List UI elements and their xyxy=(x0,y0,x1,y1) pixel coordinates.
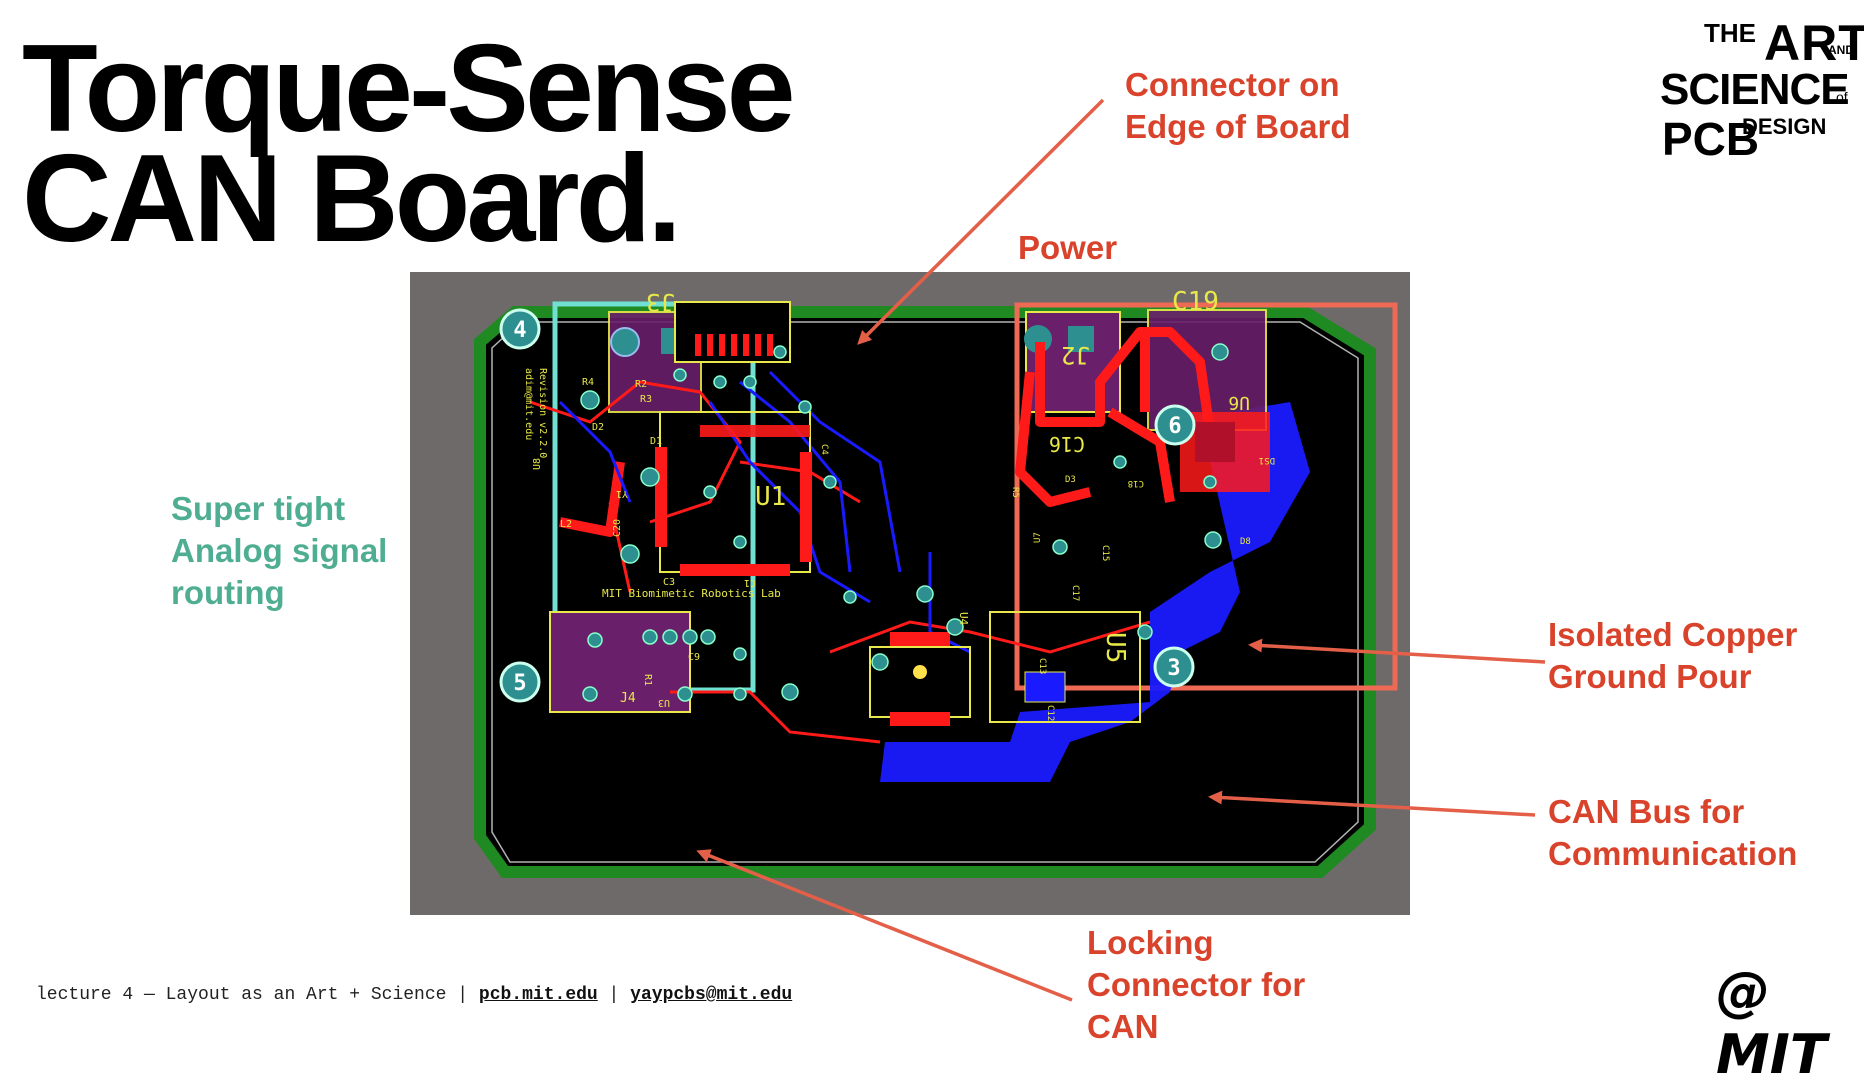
silkscreen-labels: J3 J2 C19 U6 C16 U1 U4 U5 J4 R4 R2 R3 D2… xyxy=(523,287,1275,721)
footer-email-link[interactable]: yaypcbs@mit.edu xyxy=(630,985,793,1005)
arrow-can-bus xyxy=(1208,790,1536,817)
logo-design: DESIGN xyxy=(1742,114,1827,139)
ref-l2: L2 xyxy=(560,519,572,530)
callout-locking-line-2: Connector for xyxy=(1087,966,1306,1003)
callout-isolated-line-1: Isolated Copper xyxy=(1548,616,1798,653)
slide-footer: lecture 4 — Layout as an Art + Science |… xyxy=(36,985,792,1005)
ref-c13: C13 xyxy=(1037,658,1047,674)
callout-connector-edge-line-1: Connector on xyxy=(1125,66,1340,103)
ref-r1: R1 xyxy=(642,674,653,686)
silk-email: adim@mit.edu xyxy=(523,368,534,440)
ref-u6: U6 xyxy=(1228,392,1250,413)
hole-5-label: 5 xyxy=(513,671,526,696)
ref-r5: R5 xyxy=(1010,487,1020,498)
logo-science: SCIENCE xyxy=(1660,65,1850,114)
ref-c3: C3 xyxy=(663,577,675,588)
ref-c17: C17 xyxy=(1070,585,1080,601)
footer-sep-1: | xyxy=(457,985,469,1005)
ref-u3: U3 xyxy=(658,697,670,708)
ref-c19: C19 xyxy=(1172,287,1219,317)
ref-j3: J3 xyxy=(646,288,675,316)
logo-pcb: PCB xyxy=(1662,113,1760,165)
silk-lab-name: MIT Biomimetic Robotics Lab xyxy=(602,587,781,600)
footer-sep-2: | xyxy=(608,985,620,1005)
ref-d1: D1 xyxy=(650,436,662,447)
callout-analog-line-1: Super tight xyxy=(171,490,346,527)
ref-u4: U4 xyxy=(957,612,970,626)
footer-site-link[interactable]: pcb.mit.edu xyxy=(478,985,598,1005)
ref-c20: C20 xyxy=(612,519,623,537)
ref-d2: D2 xyxy=(592,422,604,433)
ref-r2: R2 xyxy=(635,379,647,390)
ref-j2: J2 xyxy=(1061,341,1090,369)
title-line-2: CAN Board. xyxy=(22,130,682,268)
mit-watermark: @ MIT xyxy=(1716,960,1827,1086)
ref-c4: C4 xyxy=(819,444,829,455)
callout-connector-edge-line-2: Edge of Board xyxy=(1125,108,1351,145)
callout-arrows xyxy=(696,98,1546,1002)
logo-of: of xyxy=(1836,89,1848,105)
ref-d3: D3 xyxy=(1065,475,1076,485)
callout-isolated-ground: Isolated Copper Ground Pour xyxy=(1548,614,1797,698)
arrow-locking-connector xyxy=(696,849,1073,1002)
logo-the: THE xyxy=(1704,18,1756,48)
ref-d8: D8 xyxy=(1240,537,1251,547)
callout-locking-line-3: CAN xyxy=(1087,1008,1159,1045)
hole-6-label: 6 xyxy=(1168,414,1181,439)
ref-ds1: DS1 xyxy=(1259,455,1275,465)
callout-can-bus: CAN Bus for Communication xyxy=(1548,791,1797,875)
callout-isolated-line-2: Ground Pour xyxy=(1548,658,1752,695)
callout-connector-edge: Connector on Edge of Board xyxy=(1125,64,1351,148)
logo-art: ART xyxy=(1764,15,1864,71)
callout-analog: Super tight Analog signal routing xyxy=(171,488,387,614)
ref-r3: R3 xyxy=(640,394,652,405)
ref-c15: C15 xyxy=(1100,545,1110,561)
ref-u5: U5 xyxy=(1100,632,1130,663)
ref-c1: C1 xyxy=(744,577,756,588)
footer-lecture: lecture 4 — Layout as an Art + Science xyxy=(36,985,447,1005)
callout-analog-line-2: Analog signal xyxy=(171,532,388,569)
callout-power: Power xyxy=(1018,229,1118,266)
callout-locking-connector: Locking Connector for CAN xyxy=(1087,922,1305,1048)
mounting-holes xyxy=(499,308,1196,703)
silk-revision: Revision v2.2.0 xyxy=(537,368,548,458)
title-line-1: Torque-Sense xyxy=(22,20,796,158)
ref-c18: C18 xyxy=(1128,478,1144,488)
callout-can-bus-line-2: Communication xyxy=(1548,835,1798,872)
ref-u8: U8 xyxy=(532,458,543,470)
ref-u7: U7 xyxy=(1033,532,1043,543)
ref-r4: R4 xyxy=(582,377,594,388)
ref-c16: C16 xyxy=(1049,432,1085,456)
callout-can-bus-line-1: CAN Bus for xyxy=(1548,793,1745,830)
arrow-connector-edge xyxy=(857,98,1105,345)
callout-analog-line-3: routing xyxy=(171,574,285,611)
logo-and: AND xyxy=(1828,43,1854,57)
power-region-box xyxy=(1014,302,1398,691)
hole-3-label: 3 xyxy=(1167,656,1180,681)
ref-j4: J4 xyxy=(620,691,636,706)
art-science-pcb-logo: THE ART AND SCIENCE of PCB DESIGN xyxy=(1660,18,1864,168)
callout-locking-line-1: Locking xyxy=(1087,924,1214,961)
pcb-layout-image: 4 5 6 3 J3 J2 C19 U6 C16 U1 U4 U5 J4 R4 … xyxy=(410,272,1410,915)
ref-u1: U1 xyxy=(755,482,786,512)
ref-c9: C9 xyxy=(688,652,700,663)
arrow-ground-pour xyxy=(1248,638,1546,664)
hole-4-label: 4 xyxy=(513,318,526,343)
slide-title: Torque-Sense CAN Board. xyxy=(22,20,796,268)
ref-y1: Y1 xyxy=(616,488,628,499)
ref-c12: C12 xyxy=(1045,705,1055,721)
